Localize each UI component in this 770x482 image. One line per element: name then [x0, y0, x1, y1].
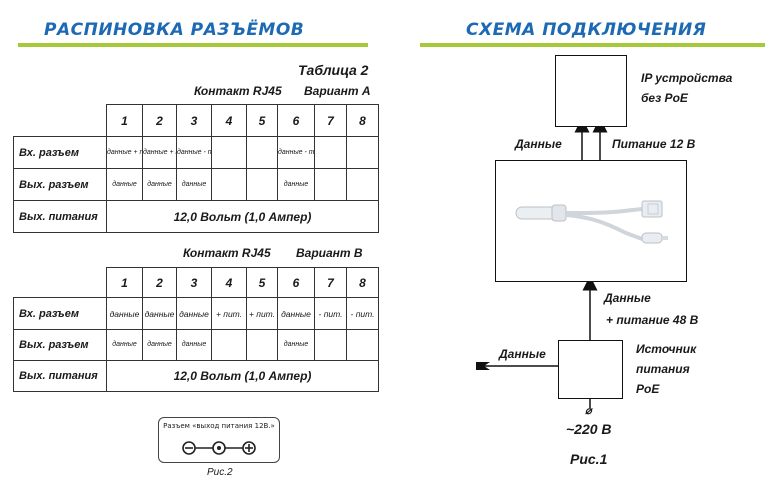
scheme-title: СХЕМА ПОДКЛЮЧЕНИЯ [466, 20, 707, 40]
row-label: Вх. разъем [13, 136, 107, 169]
ip-device-box [555, 55, 627, 127]
pin-header: 4 [211, 267, 247, 298]
table-row: Вх. разъем данные + пит. данные + пит. д… [13, 136, 379, 169]
table-cell: данные [142, 168, 177, 201]
table-a-variant: Вариант А [304, 84, 371, 98]
table-cell: данные [106, 168, 143, 201]
ip-device-label-1: IP устройства [641, 71, 733, 85]
table-a-caption: Таблица 2 [298, 62, 369, 78]
mains-symbol: ⌀ [585, 405, 592, 417]
fig1-caption: Рис.1 [570, 451, 608, 467]
table-a-corner [13, 104, 107, 137]
pin-header: 4 [211, 104, 247, 137]
power12-label: Питание 12 В [612, 137, 696, 151]
polarity-icon [182, 441, 256, 455]
table-cell [314, 168, 347, 201]
pin-header: 8 [346, 267, 379, 298]
pinout-title-bar [18, 43, 368, 47]
mains-label: ~220 В [566, 421, 612, 437]
pinout-table-a: 1 2 3 4 5 6 7 8 Вх. разъем данные + пит.… [13, 104, 379, 233]
table-cell: данные [277, 297, 315, 330]
table-b-variant: Вариант В [296, 246, 363, 260]
scheme-title-bar [420, 43, 765, 47]
poe-splitter-box [495, 160, 687, 282]
table-row: Вых. питания 12,0 Вольт (1,0 Ампер) [13, 360, 379, 392]
fig2-caption: Рис.2 [207, 467, 233, 478]
table-cell: данные [106, 329, 143, 361]
table-cell [346, 168, 379, 201]
table-cell [246, 329, 278, 361]
pinout-table-b: 1 2 3 4 5 6 7 8 Вх. разъем данные данные… [13, 267, 379, 392]
power-value: 12,0 Вольт (1,0 Ампер) [106, 360, 379, 392]
ip-device-label-2: без PoE [641, 91, 688, 105]
pinout-title: РАСПИНОВКА РАЗЪЁМОВ [44, 20, 305, 40]
splitter-cable-icon [515, 200, 668, 244]
table-a-contact: Контакт RJ45 [194, 84, 282, 98]
pin-header: 5 [246, 267, 278, 298]
table-b-contact: Контакт RJ45 [183, 246, 271, 260]
poe-source-label-3: PoE [636, 382, 660, 396]
row-label: Вых. питания [13, 360, 107, 392]
data-power48-label-1: Данные [604, 291, 651, 305]
table-cell: - пит. [346, 297, 379, 330]
connector-title: Разъем «выход питания 12В.» [163, 422, 275, 430]
poe-source-box [558, 340, 623, 399]
table-cell: данные - пит. [277, 136, 315, 169]
table-a-header-row: 1 2 3 4 5 6 7 8 [13, 104, 379, 137]
row-label: Вых. разъем [13, 168, 107, 201]
data-up-label: Данные [515, 137, 562, 151]
table-cell: данные + пит. [106, 136, 143, 169]
poe-source-label-2: питания [636, 362, 690, 376]
row-label: Вх. разъем [13, 297, 107, 330]
table-cell: данные [176, 168, 212, 201]
pin-header: 3 [176, 104, 212, 137]
pin-header: 6 [277, 104, 315, 137]
pin-header: 8 [346, 104, 379, 137]
data-power48-label-2: + питание 48 В [606, 313, 699, 327]
table-row: Вых. питания 12,0 Вольт (1,0 Ампер) [13, 200, 379, 233]
table-cell: данные [142, 329, 177, 361]
power-value: 12,0 Вольт (1,0 Ампер) [106, 200, 379, 233]
table-row: Вх. разъем данные данные данные + пит. +… [13, 297, 379, 330]
input-data-label: Данные [499, 347, 546, 361]
table-cell [211, 136, 247, 169]
poe-source-label-1: Источник [636, 342, 697, 356]
power-connector-figure: Разъем «выход питания 12В.» [158, 417, 280, 463]
